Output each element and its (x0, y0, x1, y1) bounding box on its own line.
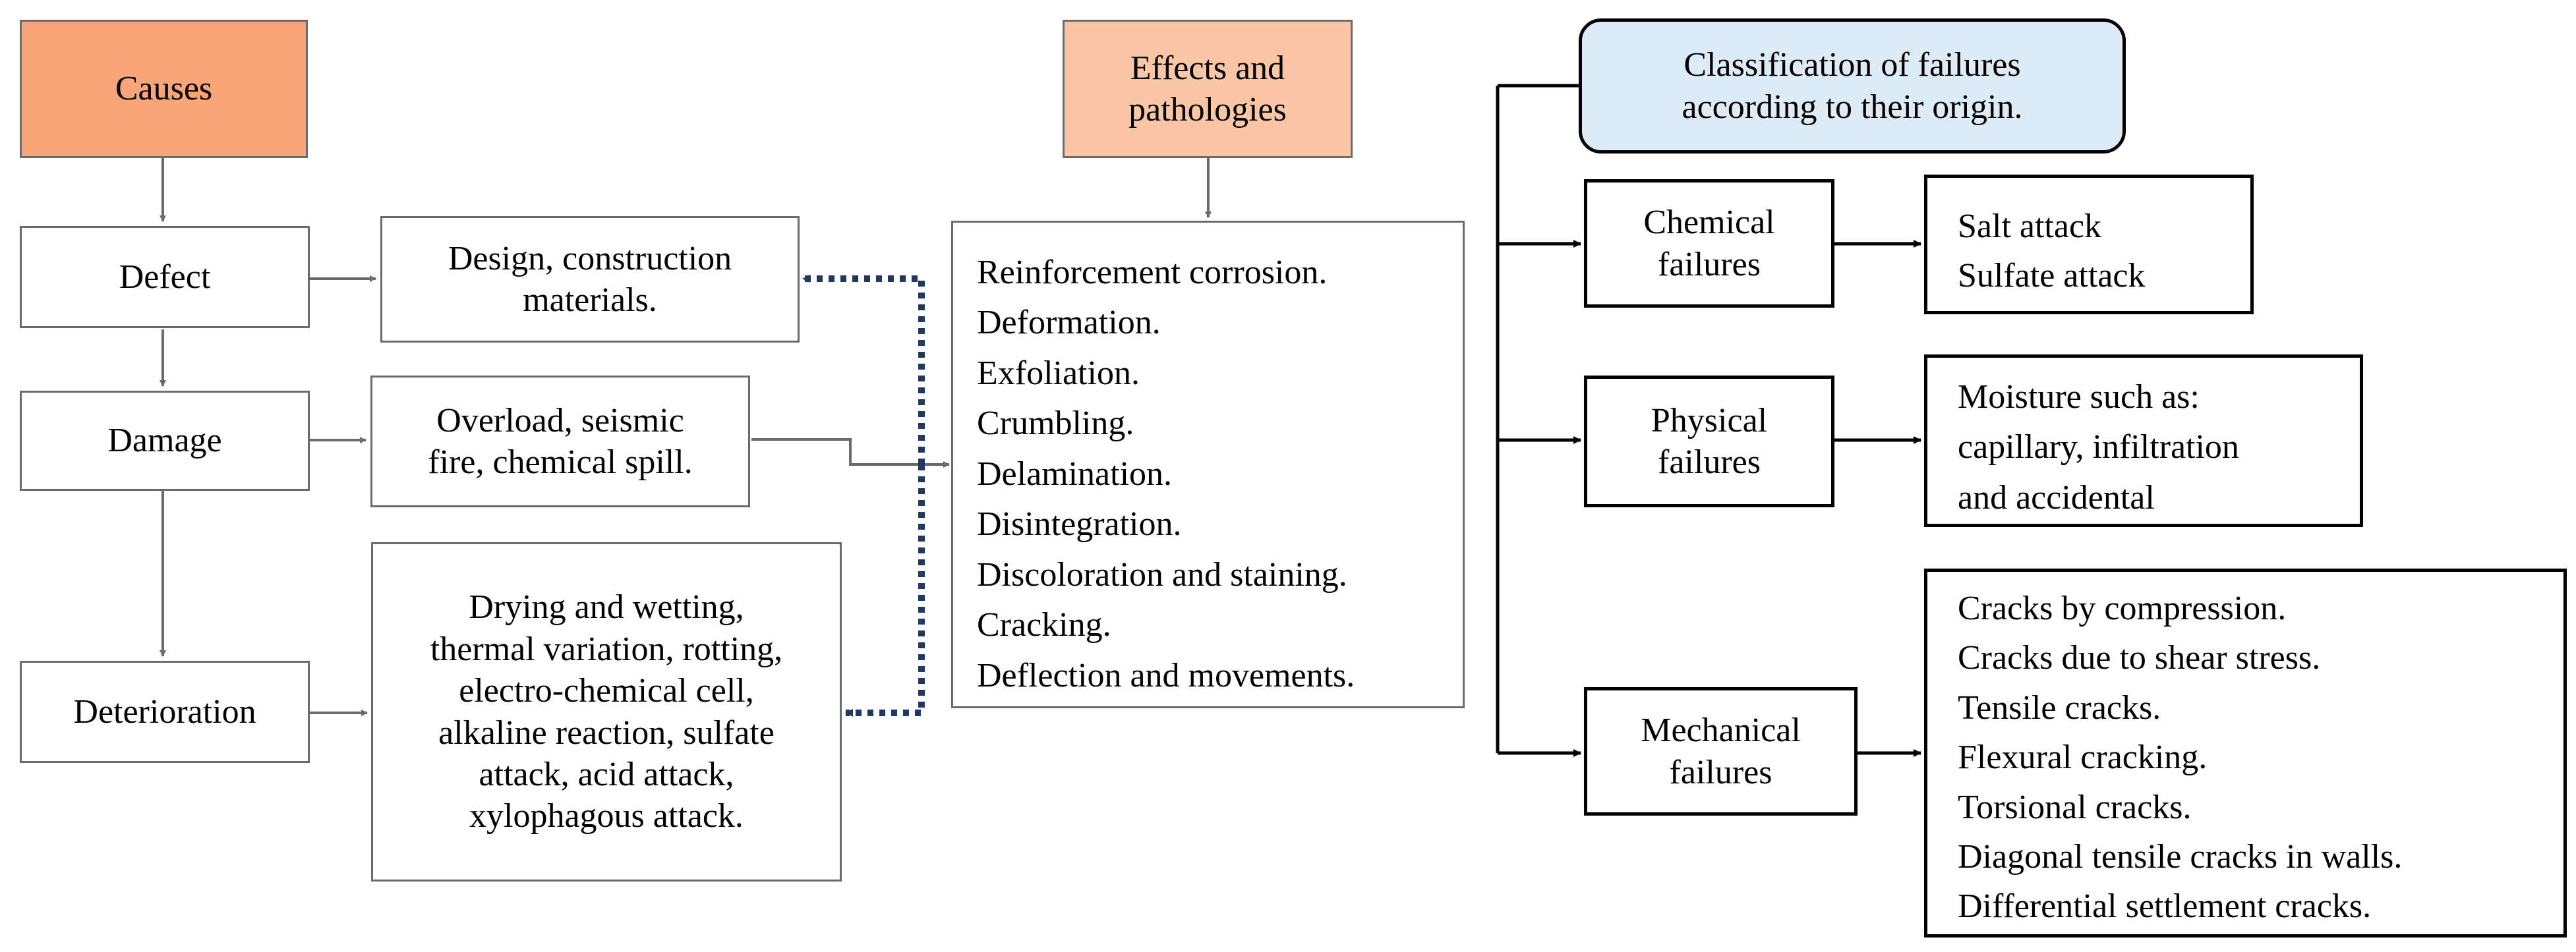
physical-failures-box: Physical failures (1584, 376, 1834, 507)
effect-item: Deflection and movements. (977, 656, 1355, 694)
deterioration-detail-line: xylophagous attack. (469, 797, 744, 835)
deterioration-detail-line: Drying and wetting, (469, 588, 744, 627)
example-line: Diagonal tensile cracks in walls. (1958, 837, 2403, 876)
defect-label: Defect (119, 258, 211, 296)
example-line: Salt attack (1958, 208, 2102, 245)
category-label-line: Chemical (1643, 204, 1775, 242)
damage-detail-box: Overload, seismic fire, chemical spill. (370, 376, 750, 507)
classification-header-line: according to their origin. (1682, 88, 2023, 126)
effect-item: Disintegration. (977, 505, 1182, 544)
effects-header-line: pathologies (1128, 91, 1287, 128)
defect-detail-line: Design, construction (448, 239, 732, 277)
category-label-line: failures (1669, 753, 1772, 791)
category-label-line: failures (1658, 443, 1761, 481)
example-line: Cracks by compression. (1958, 590, 2287, 627)
effect-item: Cracking. (977, 606, 1111, 644)
causes-header-label: Causes (115, 70, 213, 108)
effect-item: Delamination. (977, 455, 1173, 493)
example-line: and accidental (1958, 478, 2155, 517)
effect-item: Reinforcement corrosion. (977, 254, 1328, 291)
mechanical-examples-box: Cracks by compression. Cracks due to she… (1924, 569, 2567, 938)
category-label-line: Physical (1651, 401, 1768, 439)
classification-header: Classification of failures according to … (1579, 18, 2126, 154)
defect-box: Defect (20, 226, 310, 328)
causes-header: Causes (20, 20, 308, 158)
damage-box: Damage (20, 391, 310, 491)
effect-item: Crumbling. (977, 405, 1134, 443)
example-line: capillary, infiltration (1958, 428, 2239, 466)
example-line: Torsional cracks. (1958, 788, 2192, 826)
example-line: Differential settlement cracks. (1958, 887, 2372, 926)
effects-list-box: Reinforcement corrosion. Deformation. Ex… (951, 221, 1465, 708)
deterioration-box: Deterioration (20, 661, 310, 763)
chemical-examples-box: Salt attack Sulfate attack (1924, 175, 2254, 314)
deterioration-detail-line: attack, acid attack, (479, 755, 734, 793)
dotted-arrow-upper (802, 275, 925, 464)
defect-detail-line: materials. (523, 281, 657, 319)
deterioration-detail-line: alkaline reaction, sulfate (438, 714, 775, 752)
deterioration-detail-line: thermal variation, rotting, (430, 630, 783, 668)
defect-detail-box: Design, construction materials. (380, 216, 800, 343)
category-label-line: failures (1658, 245, 1761, 283)
effect-item: Discoloration and staining. (977, 555, 1347, 594)
effect-item: Exfoliation. (977, 354, 1140, 392)
deterioration-detail-box: Drying and wetting, thermal variation, r… (371, 542, 842, 882)
dotted-arrow-lower (845, 464, 925, 717)
effects-header-line: Effects and (1130, 49, 1285, 87)
classification-header-line: Classification of failures (1683, 46, 2021, 84)
chemical-failures-box: Chemical failures (1584, 179, 1834, 308)
example-line: Moisture such as: (1958, 378, 2200, 416)
deterioration-label: Deterioration (73, 692, 256, 731)
example-line: Cracks due to shear stress. (1958, 639, 2321, 677)
example-line: Flexural cracking. (1958, 739, 2208, 777)
category-label-line: Mechanical (1641, 712, 1801, 750)
example-line: Sulfate attack (1958, 257, 2146, 295)
deterioration-detail-line: electro-chemical cell, (459, 672, 754, 710)
mechanical-failures-box: Mechanical failures (1584, 687, 1858, 816)
effects-header: Effects and pathologies (1063, 20, 1353, 158)
damage-detail-line: Overload, seismic (436, 401, 684, 439)
example-line: Tensile cracks. (1958, 688, 2161, 727)
effect-item: Deformation. (977, 304, 1161, 342)
damage-label: Damage (107, 422, 222, 460)
damage-detail-line: fire, chemical spill. (428, 443, 693, 481)
arrow-overload-to-effects (751, 438, 950, 468)
physical-examples-box: Moisture such as: capillary, infiltratio… (1924, 354, 2363, 527)
